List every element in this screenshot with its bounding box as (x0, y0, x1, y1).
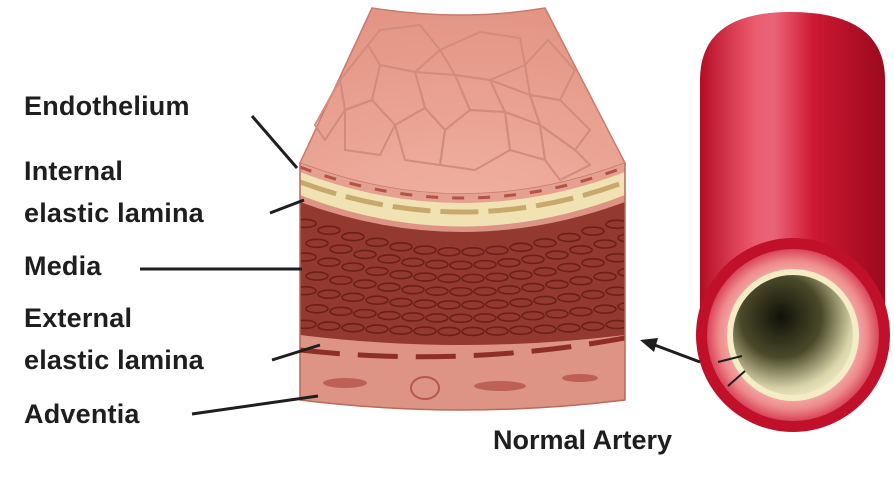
artery-tube (696, 12, 890, 432)
label-external-line2: elastic lamina (24, 344, 204, 377)
label-endothelium: Endothelium (24, 90, 190, 123)
label-media: Media (24, 250, 102, 283)
endothelium-surface (300, 8, 625, 194)
label-external-line1: External (24, 302, 132, 335)
label-internal-line2: elastic lamina (24, 197, 204, 230)
caption-normal-artery: Normal Artery (493, 425, 672, 456)
label-internal-line1: Internal (24, 155, 123, 188)
pointer-arrow (640, 338, 700, 362)
label-adventia: Adventia (24, 398, 140, 431)
lumen (733, 275, 853, 395)
